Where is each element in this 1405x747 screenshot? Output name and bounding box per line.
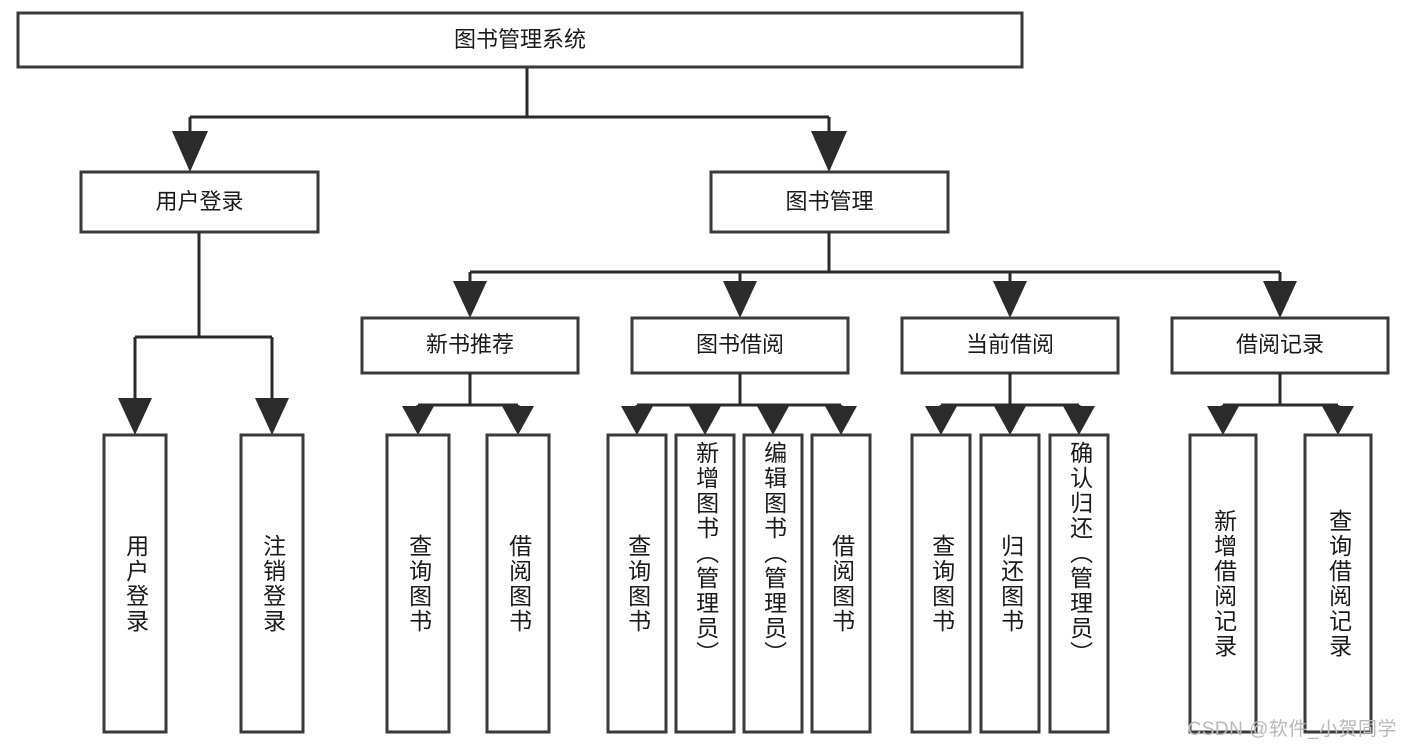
connector-user-login-children: [118, 232, 289, 435]
connector-borrow-records-children: [1207, 373, 1354, 435]
leaf-logout[interactable]: [239, 433, 305, 734]
connector-root-to-level2: [190, 67, 829, 119]
node-user-login-label: 用户登录: [155, 189, 243, 214]
connector-book-borrow-children: [621, 373, 857, 435]
leaf-query-book-current[interactable]: [910, 433, 972, 734]
node-current-borrow[interactable]: 当前借阅: [900, 316, 1120, 375]
leaf-edit-book-admin[interactable]: [742, 433, 804, 734]
leaf-confirm-return-admin[interactable]: [1048, 433, 1110, 734]
node-root-system-label: 图书管理系统: [454, 27, 586, 52]
leaf-add-borrow-record[interactable]: [1188, 433, 1258, 734]
leaf-borrow-book[interactable]: [810, 433, 872, 734]
node-current-borrow-label: 当前借阅: [966, 332, 1054, 357]
leaf-query-book-borrow[interactable]: [606, 433, 668, 734]
node-borrow-records-label: 借阅记录: [1236, 332, 1324, 357]
node-book-borrow[interactable]: 图书借阅: [630, 316, 850, 375]
connector-current-borrow-children: [925, 373, 1095, 435]
node-new-book-recommend[interactable]: 新书推荐: [360, 316, 580, 375]
leaf-query-book-recommend[interactable]: [385, 433, 451, 734]
arrow-to-user-login: [172, 131, 208, 172]
connector-book-management-children: [453, 232, 1297, 318]
node-book-management-label: 图书管理: [785, 189, 873, 214]
node-new-book-recommend-label: 新书推荐: [426, 332, 514, 357]
leaf-return-book[interactable]: [979, 433, 1041, 734]
connector-new-book-recommend-children: [402, 373, 534, 435]
node-book-borrow-label: 图书借阅: [696, 332, 784, 357]
node-borrow-records[interactable]: 借阅记录: [1170, 316, 1390, 375]
node-book-management[interactable]: 图书管理: [709, 170, 950, 234]
arrow-to-book-management: [811, 131, 847, 172]
watermark-text: CSDN @软件_小贺同学: [1187, 719, 1397, 740]
node-user-login[interactable]: 用户登录: [79, 170, 320, 234]
leaf-add-book-admin[interactable]: [674, 433, 736, 734]
node-root-system[interactable]: 图书管理系统: [16, 11, 1024, 69]
leaf-user-login[interactable]: [102, 433, 168, 734]
leaf-query-borrow-record[interactable]: [1303, 433, 1373, 734]
leaf-borrow-book-recommend[interactable]: [485, 433, 551, 734]
